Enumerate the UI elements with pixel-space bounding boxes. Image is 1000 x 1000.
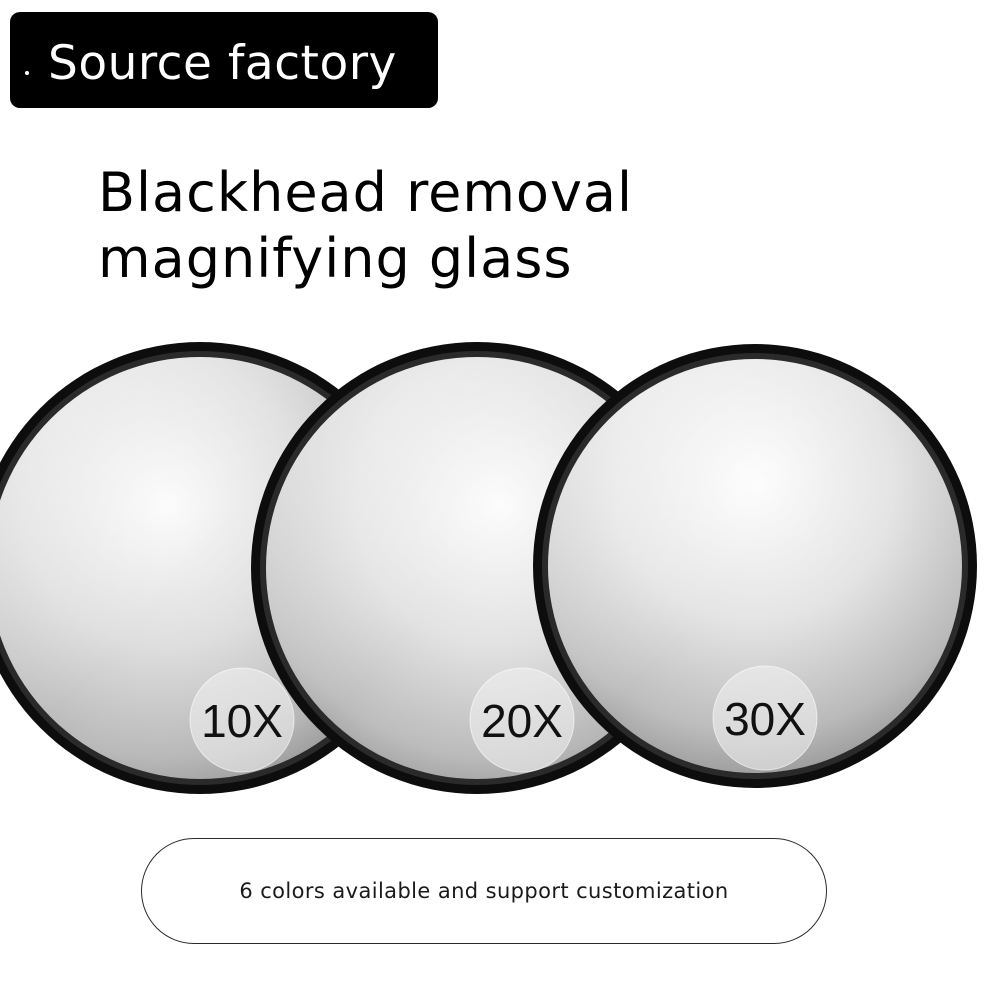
caption-text: 6 colors available and support customiza…: [239, 879, 729, 903]
mirror-30x: [533, 344, 977, 788]
headline-line-1: Blackhead removal: [98, 161, 634, 224]
product-headline: Blackhead removal magnifying glass: [98, 160, 718, 292]
headline-line-2: magnifying glass: [98, 227, 573, 290]
source-factory-badge: Source factory: [10, 12, 438, 108]
customization-caption: 6 colors available and support customiza…: [141, 838, 827, 944]
badge-dot: [25, 71, 29, 75]
magnification-label-30x: 30X: [724, 693, 806, 745]
badge-label: Source factory: [48, 36, 397, 91]
magnification-label-10x: 10X: [201, 695, 283, 747]
magnification-label-20x: 20X: [481, 695, 563, 747]
